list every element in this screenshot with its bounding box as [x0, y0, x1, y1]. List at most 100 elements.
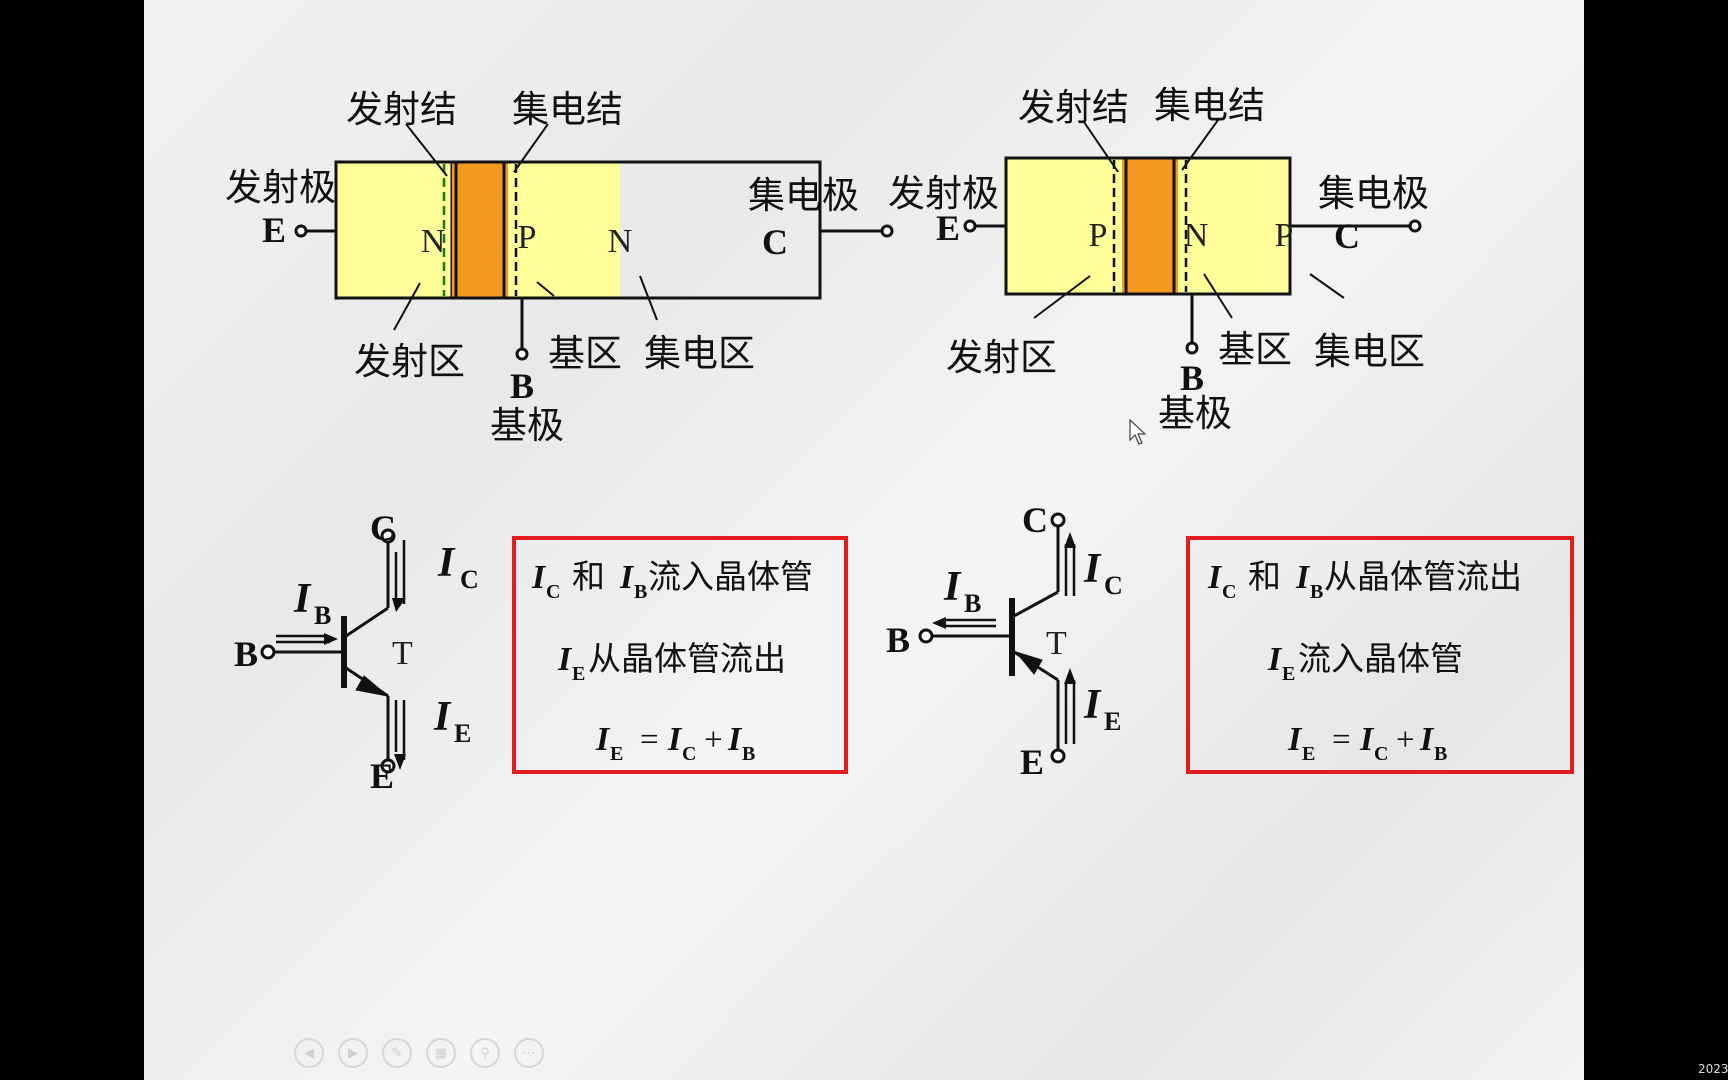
svg-text:I: I	[1295, 559, 1311, 596]
svg-text:=: =	[640, 722, 659, 758]
pnp-structure	[963, 119, 1422, 355]
npn-terminal-b: B	[510, 366, 534, 406]
svg-text:E: E	[572, 663, 585, 685]
pnp-emitter-region-label: 发射区	[946, 336, 1057, 379]
pnp-terminal-c: C	[1334, 216, 1360, 256]
pnp-sym-b: B	[886, 620, 910, 660]
slide: N P N 发射结 集电结 发射极 E 集电极 C 发射区 基区 集电区 B 基…	[144, 0, 1584, 1080]
svg-text:B: B	[634, 581, 647, 603]
svg-text:I: I	[667, 721, 683, 758]
svg-text:B: B	[1434, 743, 1447, 765]
next-icon[interactable]: ▶	[338, 1038, 368, 1068]
svg-text:B: B	[314, 601, 331, 630]
svg-text:和: 和	[572, 557, 605, 596]
npn-collector-junction-label: 集电结	[512, 88, 623, 131]
pnp-sym-base-terminal	[918, 628, 934, 644]
grid-icon[interactable]: ▦	[426, 1038, 456, 1068]
svg-text:C: C	[460, 565, 479, 594]
svg-text:B: B	[742, 743, 755, 765]
prev-icon[interactable]: ◀	[294, 1038, 324, 1068]
svg-text:I: I	[1207, 559, 1223, 596]
svg-text:C: C	[1222, 581, 1236, 603]
npn-layer-1: N	[421, 223, 446, 260]
svg-text:C: C	[682, 743, 696, 765]
svg-text:I: I	[1267, 641, 1283, 678]
svg-text:I: I	[437, 540, 456, 586]
svg-text:I: I	[727, 721, 743, 758]
npn-layer-3: N	[608, 223, 633, 260]
npn-box-equation: I E = I C + I B	[595, 721, 755, 765]
npn-emitter-electrode-label: 发射极	[225, 166, 336, 209]
pnp-emitter-junction-label: 发射结	[1018, 86, 1129, 129]
pnp-emitter-electrode-label: 发射极	[888, 172, 999, 215]
npn-structure	[294, 123, 894, 361]
svg-text:C: C	[1104, 571, 1123, 600]
npn-sym-base-terminal	[260, 644, 276, 660]
npn-layer-2: P	[518, 219, 537, 256]
zoom-icon[interactable]: ⚲	[470, 1038, 500, 1068]
svg-text:I: I	[595, 721, 611, 758]
svg-text:E: E	[1104, 707, 1121, 736]
timestamp: 2023/	[1698, 1062, 1728, 1076]
pnp-base-region-block	[1122, 158, 1178, 294]
pnp-base-region-label: 基区	[1218, 328, 1292, 371]
pnp-terminal-b: B	[1180, 358, 1204, 398]
svg-text:I: I	[943, 564, 962, 610]
npn-terminal-e: E	[262, 210, 286, 250]
pnp-ib-label: I B	[943, 564, 981, 618]
npn-collector-electrode-label: 集电极	[748, 174, 859, 217]
pnp-collector-terminal	[1408, 219, 1422, 233]
pnp-current-box	[1186, 536, 1574, 774]
npn-collector-region-block	[508, 162, 620, 298]
pnp-terminal-e: E	[936, 208, 960, 248]
pnp-box-equation: I E = I C + I B	[1287, 721, 1447, 765]
pnp-collector-region-block	[1178, 158, 1290, 294]
npn-emitter-terminal	[294, 224, 308, 238]
svg-text:流入晶体管: 流入晶体管	[1298, 639, 1463, 678]
pnp-collector-region-label: 集电区	[1314, 330, 1425, 373]
pnp-sym-c: C	[1022, 500, 1048, 540]
svg-text:C: C	[1374, 743, 1388, 765]
npn-sym-collector-terminal	[380, 528, 396, 544]
svg-text:B: B	[1310, 581, 1323, 603]
pnp-symbol	[918, 512, 1076, 764]
npn-box-line-1: I C 和 I B 流入晶体管	[531, 557, 813, 603]
more-icon[interactable]: ⋯	[514, 1038, 544, 1068]
svg-text:I: I	[1083, 546, 1102, 592]
pnp-ie-label: I E	[1083, 682, 1121, 736]
pnp-box-line-1: I C 和 I B 从晶体管流出	[1207, 557, 1522, 603]
svg-text:I: I	[1419, 721, 1435, 758]
svg-text:I: I	[433, 694, 452, 740]
transistor-diagram: N P N 发射结 集电结 发射极 E 集电极 C 发射区 基区 集电区 B 基…	[225, 84, 1574, 796]
svg-text:I: I	[531, 559, 547, 596]
npn-base-region-block	[452, 162, 508, 298]
pnp-emitter-terminal	[963, 219, 977, 233]
pnp-box-line-2: I E 流入晶体管	[1267, 639, 1463, 685]
npn-sym-c: C	[370, 508, 396, 548]
npn-terminal-c: C	[762, 222, 788, 262]
pnp-sym-collector-terminal	[1050, 512, 1066, 528]
pnp-emitter-region-block	[1006, 158, 1122, 294]
svg-text:I: I	[1287, 721, 1303, 758]
slideshow-toolbar: ◀ ▶ ✎ ▦ ⚲ ⋯	[294, 1038, 544, 1068]
svg-text:流入晶体管: 流入晶体管	[648, 557, 813, 596]
svg-text:E: E	[610, 743, 623, 765]
svg-text:E: E	[454, 719, 471, 748]
npn-ie-label: I E	[433, 694, 471, 748]
pnp-collector-junction-label: 集电结	[1154, 84, 1265, 127]
npn-sym-b: B	[234, 634, 258, 674]
npn-collector-region-label: 集电区	[644, 332, 755, 375]
pnp-sym-emitter-terminal	[1050, 748, 1066, 764]
svg-text:I: I	[293, 576, 312, 622]
npn-emitter-region-label: 发射区	[354, 340, 465, 383]
svg-text:B: B	[964, 589, 981, 618]
npn-sym-emitter-terminal	[380, 758, 396, 774]
pnp-base-electrode-label: 基极	[1158, 392, 1232, 435]
pnp-base-terminal	[1185, 341, 1199, 355]
pen-icon[interactable]: ✎	[382, 1038, 412, 1068]
npn-box-line-2: I E 从晶体管流出	[557, 639, 786, 685]
npn-sym-e: E	[370, 756, 394, 796]
pnp-layer-1: P	[1089, 217, 1108, 254]
svg-text:+: +	[1396, 722, 1415, 758]
svg-text:=: =	[1332, 722, 1351, 758]
